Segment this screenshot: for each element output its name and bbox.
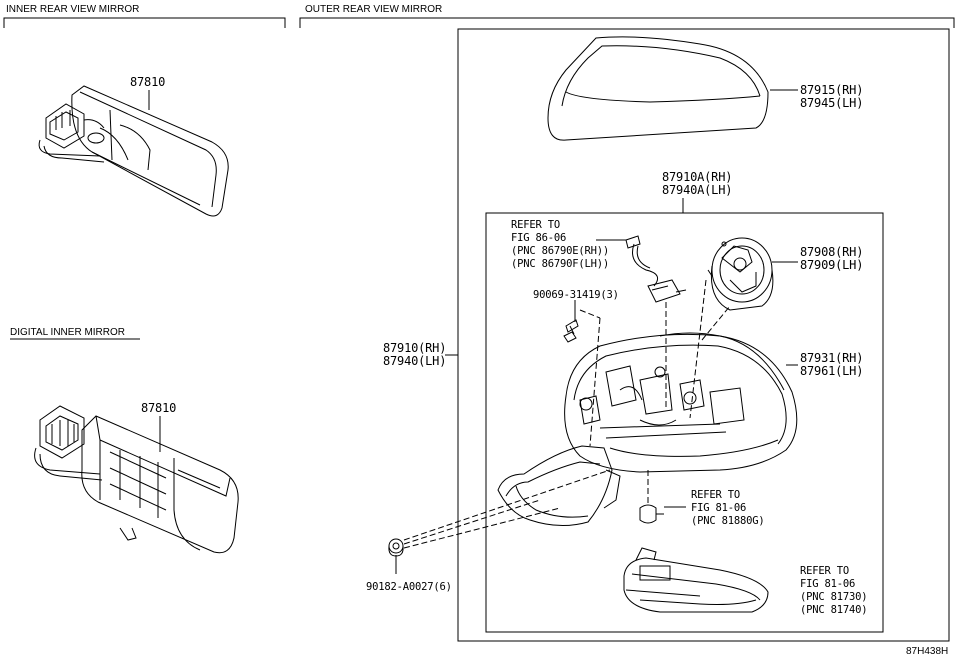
cover-lh-part-number: 87945(LH) — [800, 96, 864, 110]
refer-81-signal-line4: (PNC 81740) — [800, 604, 868, 616]
digital-mirror-icon — [34, 405, 239, 554]
refer-86-line3: (PNC 86790E(RH)) — [511, 245, 609, 257]
actuator-lh-part-number: 87909(LH) — [800, 258, 864, 272]
turn-signal-icon — [623, 547, 769, 613]
inner-mirror-icon — [38, 85, 229, 217]
refer-81-bulb-line3: (PNC 81880G) — [691, 515, 765, 527]
refer-86-line1: REFER TO — [511, 219, 560, 231]
cover-rh-part-number: 87915(RH) — [800, 83, 864, 97]
sub-assy-frame — [485, 212, 884, 633]
sub-assy-rh-part-number: 87910A(RH) — [662, 170, 733, 184]
bolt-icon — [563, 319, 579, 343]
section-outer-title: OUTER REAR VIEW MIRROR — [305, 4, 443, 15]
clip-icon — [388, 538, 404, 557]
section-digital-title: DIGITAL INNER MIRROR — [10, 327, 126, 338]
sub-assy-lh-part-number: 87940A(LH) — [662, 183, 733, 197]
refer-81-bulb-line2: FIG 81-06 — [691, 502, 747, 514]
digital-mirror-part-number: 87810 — [141, 401, 177, 415]
actuator-icon — [707, 237, 774, 311]
refer-86-line4: (PNC 86790F(LH)) — [511, 258, 609, 270]
refer-81-signal-line3: (PNC 81730) — [800, 591, 868, 603]
section-brackets — [3, 17, 955, 340]
refer-86-line2: FIG 86-06 — [511, 232, 567, 244]
refer-81-signal-line2: FIG 81-06 — [800, 578, 856, 590]
bolt-part-number: 90069-31419(3) — [533, 289, 619, 301]
housing-lh-part-number: 87961(LH) — [800, 364, 864, 378]
refer-81-signal-line1: REFER TO — [800, 565, 849, 577]
inner-mirror-part-number: 87810 — [130, 75, 166, 89]
figure-code: 87H438H — [906, 646, 949, 657]
wiring-connector-icon — [625, 235, 687, 303]
mirror-cover-icon — [547, 36, 769, 141]
mirror-housing-icon — [564, 332, 798, 473]
refer-81-bulb-line1: REFER TO — [691, 489, 740, 501]
clip-part-number: 90182-A0027(6) — [366, 581, 452, 593]
assy-lh-part-number: 87940(LH) — [383, 354, 447, 368]
assy-rh-part-number: 87910(RH) — [383, 341, 447, 355]
actuator-rh-part-number: 87908(RH) — [800, 245, 864, 259]
housing-rh-part-number: 87931(RH) — [800, 351, 864, 365]
bulb-icon — [639, 504, 664, 524]
outer-mirror-frame — [457, 28, 950, 642]
assembly-guide-lines — [403, 279, 731, 549]
section-inner-title: INNER REAR VIEW MIRROR — [6, 4, 140, 15]
mirror-base-icon — [497, 445, 621, 526]
